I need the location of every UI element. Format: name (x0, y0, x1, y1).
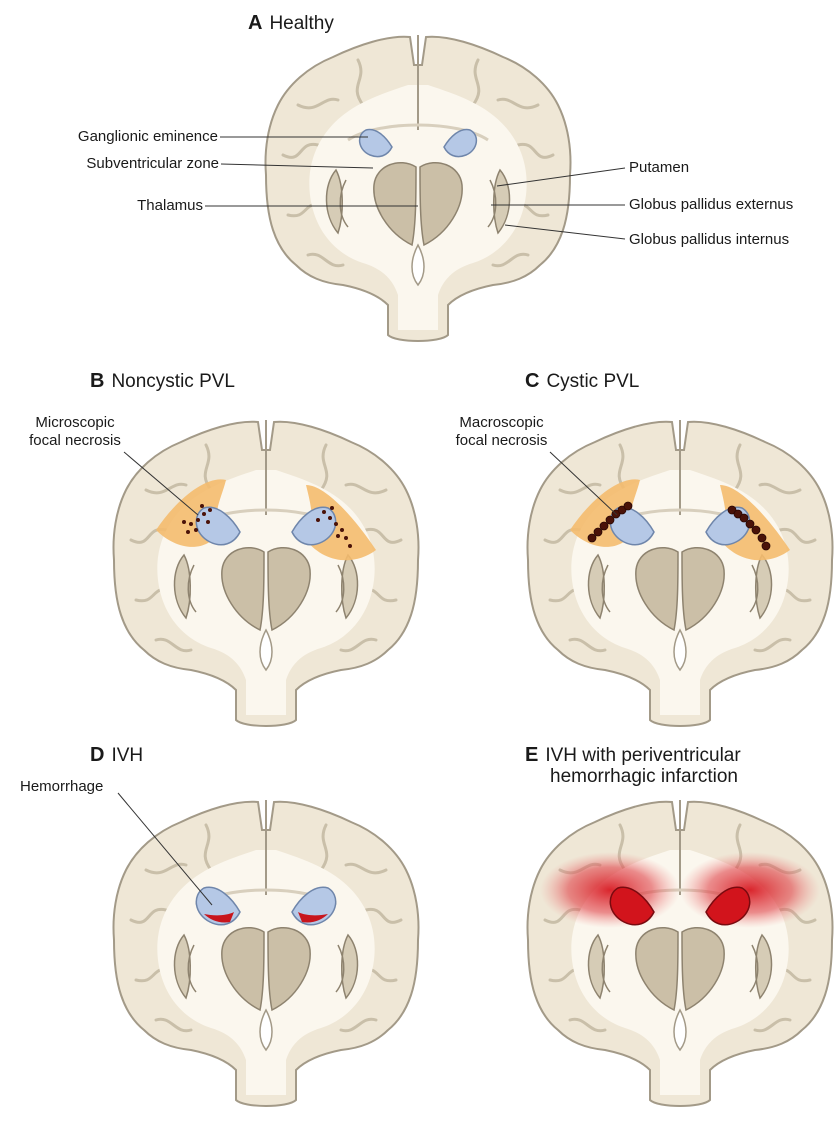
label-hemorrhage: Hemorrhage (20, 778, 103, 796)
label-macroscopic-focal-necrosis: Macroscopic focal necrosis (434, 414, 569, 450)
label-microscopic-focal-necrosis: Microscopic focal necrosis (10, 414, 140, 450)
label-globus-pallidus-internus: Globus pallidus internus (629, 231, 789, 249)
panel-e-brain (528, 800, 833, 1106)
panel-a-brain (266, 35, 571, 341)
label-globus-pallidus-externus: Globus pallidus externus (629, 196, 793, 214)
infarction-right (680, 852, 820, 928)
label-subventricular-zone: Subventricular zone (86, 155, 219, 173)
panel-d-brain (114, 800, 419, 1106)
label-putamen: Putamen (629, 159, 689, 177)
label-ganglionic-eminence: Ganglionic eminence (78, 128, 218, 146)
panel-e-title-line2: hemorrhagic infarction (550, 766, 738, 788)
panel-c-brain (528, 420, 833, 726)
panel-b-brain (114, 420, 419, 726)
label-thalamus: Thalamus (137, 197, 203, 215)
infarction-left (540, 852, 680, 928)
